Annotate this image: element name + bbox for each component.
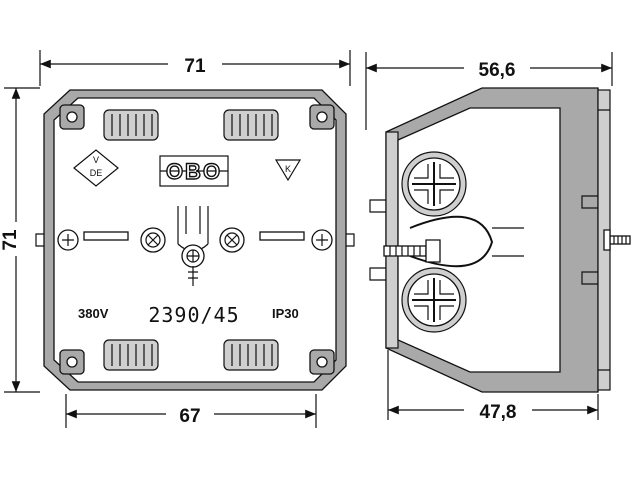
ip-rating-label: IP30 bbox=[272, 306, 299, 321]
part-number: 2390/45 bbox=[148, 303, 239, 327]
terminal-screws bbox=[140, 227, 245, 286]
side-base-dimension: 47,8 bbox=[387, 350, 599, 423]
k-mark: K bbox=[274, 159, 302, 182]
vde-mark-top: V bbox=[93, 155, 99, 165]
front-base-dimension: 67 bbox=[65, 394, 317, 428]
lower-cable-gland bbox=[401, 267, 467, 333]
brand-name: OBO bbox=[166, 159, 222, 184]
vde-mark: V DE bbox=[73, 149, 119, 187]
side-screws bbox=[35, 229, 355, 251]
cable-knockouts bbox=[103, 109, 279, 371]
inner-cavity bbox=[397, 107, 561, 373]
upper-cable-gland bbox=[401, 151, 467, 217]
k-mark-label: K bbox=[285, 164, 291, 174]
cable bbox=[409, 215, 494, 268]
left-slot bbox=[83, 231, 129, 241]
side-view bbox=[369, 87, 631, 393]
front-view: V DE OBO K bbox=[35, 89, 355, 391]
front-width-value: 71 bbox=[184, 56, 206, 77]
side-depth-value: 56,6 bbox=[479, 60, 516, 81]
front-lip bbox=[385, 131, 399, 349]
front-width-dimension: 71 bbox=[39, 50, 351, 86]
front-height-dimension: 71 bbox=[0, 87, 40, 393]
back-screw bbox=[603, 229, 631, 251]
front-height-value: 71 bbox=[0, 229, 21, 251]
brand-logo: OBO bbox=[159, 155, 229, 187]
side-base-value: 47,8 bbox=[480, 402, 517, 423]
corner-mount-holes bbox=[59, 104, 335, 375]
vde-mark-bottom: DE bbox=[90, 168, 103, 178]
voltage-label: 380V bbox=[78, 306, 109, 321]
right-slot bbox=[259, 231, 305, 241]
side-depth-dimension: 56,6 bbox=[365, 52, 613, 130]
center-bracket bbox=[177, 206, 209, 252]
fixing-screw bbox=[383, 239, 441, 263]
front-base-value: 67 bbox=[179, 406, 200, 427]
